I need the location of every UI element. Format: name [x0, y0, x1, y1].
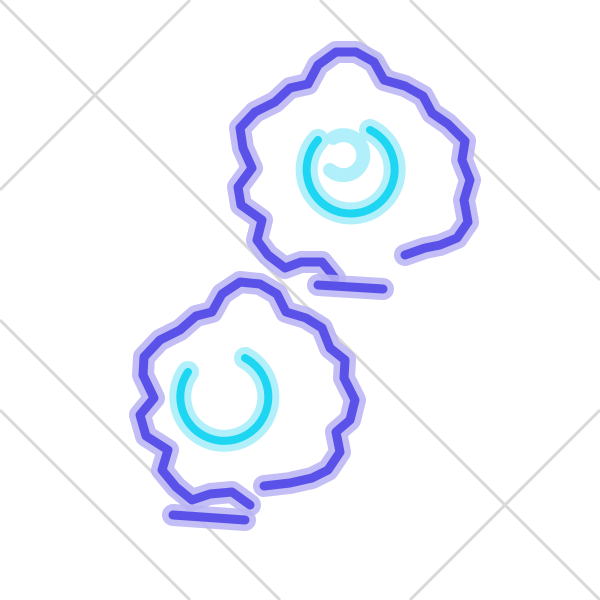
gear-icon	[227, 41, 481, 300]
gear-icon	[129, 271, 366, 531]
